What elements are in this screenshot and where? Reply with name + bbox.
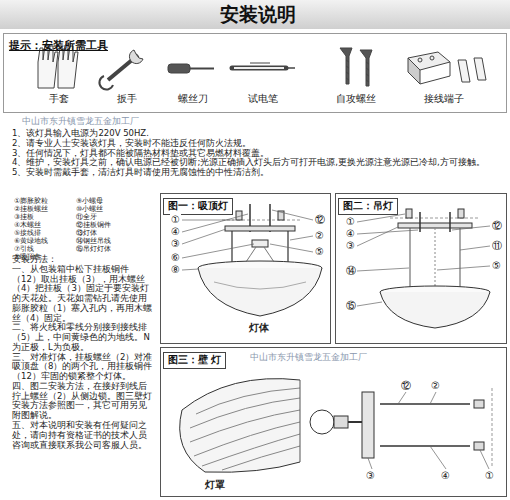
callout-number: ⑫: [314, 214, 326, 226]
part-list-item: ⑥黄绿地线: [14, 237, 76, 245]
install-step: 安装方法：: [12, 255, 155, 265]
callout-number: ⑤: [491, 260, 502, 272]
part-list-item: ⑩小螺丝: [76, 205, 156, 213]
panel-heading: 图二：吊灯: [338, 198, 398, 215]
callout-number: ⑪: [491, 240, 503, 252]
tool-name: 扳手: [117, 94, 137, 105]
figure-panel: 图二：吊灯: [335, 193, 507, 344]
watermark: 中山市东升镇雪龙五金加工厂: [22, 116, 139, 126]
install-step: 四、图二安装方法，在接好到线后拧上螺丝（2）从侧边锁。图三壁灯安装方法参照图一，…: [12, 382, 155, 421]
callout-number: ③: [345, 240, 356, 252]
callout-number: ①: [484, 470, 495, 482]
part-list-item: ⑬灯体: [76, 229, 156, 237]
part-list-item: ⑮吊灯灯体: [76, 245, 156, 253]
install-step: 二、将火线和零线分别接到接线排（5）上，中间黄绿色的为地线。N为正极，L为负极。: [12, 323, 155, 352]
callout-number: ④: [440, 470, 451, 482]
note-text: 3、任何情况下，灯具都不能被隔热材料垫或其它易燃材料覆盖。: [12, 149, 504, 159]
note-text: 2、请专业人士安装该灯具，安装时不能违反任何防火法规。: [12, 139, 504, 149]
part-list-item: ⑫挂板铜件: [76, 221, 156, 229]
panel-heading: 图一：吸顶灯: [163, 198, 233, 215]
callout-number: ③: [365, 470, 376, 482]
callout-number: ④: [345, 228, 356, 240]
notes-list: 1、该灯具输入电源为220V 50HZ.2、请专业人士安装该灯具，安装时不能违反…: [12, 129, 504, 178]
part-list-item: ①膨胀胶粒: [14, 197, 76, 205]
install-step: 五、对本说明和安装有任何疑问之处，请向持有资格证书的技术人员咨询或直接联系我公司…: [12, 421, 155, 450]
part-list-item: ②挂板螺丝: [14, 205, 76, 213]
part-list-item: ⑪全牙: [76, 213, 156, 221]
callout-number: ①: [170, 214, 181, 226]
title-band: 安装说明: [0, 0, 510, 29]
callout-number: ⑮: [345, 300, 357, 312]
callout-number: ③: [170, 238, 181, 250]
part-list-item: ⑨小螺母: [76, 197, 156, 205]
parts-list: ①膨胀胶粒⑨小螺母②挂板螺丝⑩小螺丝③挂板⑪全牙④木螺丝⑫挂板铜件⑤接线排⑬灯体…: [14, 197, 156, 261]
part-list-item: ③挂板: [14, 213, 76, 221]
page-title: 安装说明: [0, 0, 510, 29]
watermark: 中山市东升镇雪龙五金加工厂: [250, 352, 367, 362]
callout-number: ④: [170, 226, 181, 238]
figure-panel: 图三：壁 灯: [160, 347, 507, 497]
part-label: 灯罩: [205, 479, 225, 491]
figure-panel: 图一：吸顶灯: [160, 193, 331, 344]
callout-number: ⑧: [170, 264, 181, 276]
callout-number: ②: [314, 230, 325, 242]
part-list-item: ⑭钢丝吊线: [76, 237, 156, 245]
tool-name: 接线端子: [424, 94, 464, 105]
callout-number: ⑭: [345, 265, 357, 277]
steps-list: 安装方法：一、从包装箱中松下挂板铜件（12）取出挂板（3），用木螺丝（4）把挂板…: [12, 255, 155, 450]
note-text: 5、安装时需戴手套，清洁灯具时请使用无腐蚀性的中性清洁剂。: [12, 168, 504, 178]
callout-number: ①: [345, 216, 356, 228]
callout-number: ②: [430, 380, 441, 392]
tool-name: 手套: [49, 94, 69, 105]
note-text: 4、维护，安装灯具之前，确认电源已经被切断;光源正确插入灯头后方可打开电源,更换…: [12, 158, 504, 168]
tool-name: 试电笔: [248, 94, 278, 105]
callout-number: ⑤: [314, 246, 325, 258]
callout-number: ⑫: [491, 220, 503, 232]
callout-number: ⑫: [400, 380, 412, 392]
part-list-item: ④木螺丝: [14, 221, 76, 229]
panel-heading: 提示：安装所需工具: [9, 38, 108, 53]
callout-number: ⑥: [170, 252, 181, 264]
install-step: 一、从包装箱中松下挂板铜件（12）取出挂板（3），用木螺丝（4）把挂板（3）固定…: [12, 265, 155, 324]
part-list-item: ⑤接线排: [14, 229, 76, 237]
tool-name: 螺丝刀: [178, 94, 208, 105]
tool-name: 自攻螺丝: [336, 94, 376, 105]
part-label: 灯体: [249, 322, 269, 334]
note-text: 1、该灯具输入电源为220V 50HZ.: [12, 129, 504, 139]
part-list-item: ⑦引线: [14, 245, 76, 253]
install-step: 三、对准灯体，挂板螺丝（2）对准吸顶盘（8）的两个孔，用挂板铜件（12）牢固的锁…: [12, 353, 155, 382]
panel-heading: 图三：壁 灯: [163, 352, 226, 369]
